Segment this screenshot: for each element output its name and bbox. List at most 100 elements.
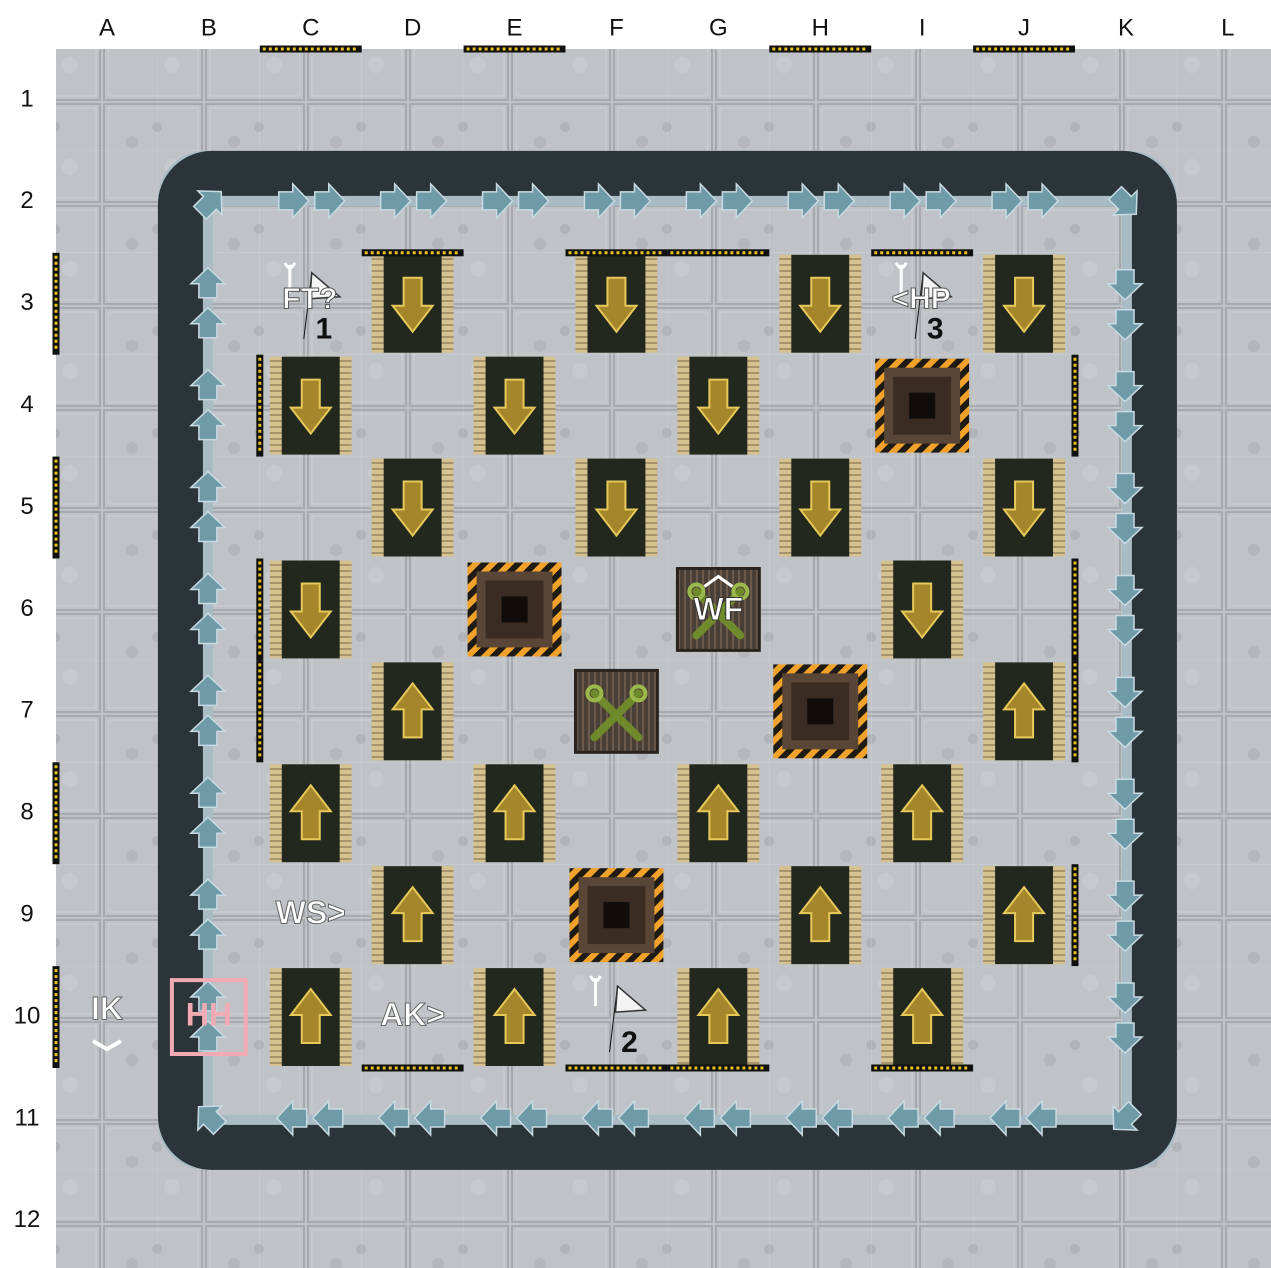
conveyor-belt <box>474 764 556 862</box>
cell-label: AK> <box>380 997 445 1033</box>
column-label: K <box>1118 14 1134 41</box>
wall-segment <box>256 660 263 762</box>
column-label: E <box>507 14 523 41</box>
wall-segment <box>53 966 60 1068</box>
flag-number: 2 <box>621 1026 638 1059</box>
conveyor-belt <box>372 662 454 760</box>
floor-tile <box>769 49 871 151</box>
wall-segment <box>667 1065 769 1072</box>
floor-tile <box>566 966 668 1068</box>
floor-tile <box>871 660 973 762</box>
flag-number: 3 <box>927 313 944 346</box>
floor-tile <box>871 457 973 559</box>
column-label: F <box>609 14 624 41</box>
wall-segment <box>256 355 263 457</box>
wall-segment <box>973 46 1075 53</box>
floor-tile <box>56 253 158 355</box>
floor-tile <box>362 762 464 864</box>
floor-tile <box>667 1170 769 1268</box>
floor-tile <box>1177 660 1271 762</box>
floor-tile <box>871 1170 973 1268</box>
floor-tile <box>464 253 566 355</box>
wall-segment <box>53 253 60 355</box>
row-label: 6 <box>20 595 33 622</box>
pit-hazard <box>468 563 562 657</box>
conveyor-belt <box>474 357 556 455</box>
wall-segment <box>53 762 60 864</box>
row-label: 11 <box>15 1104 40 1131</box>
floor-tile <box>973 559 1075 661</box>
floor-tile <box>56 355 158 457</box>
wall-segment <box>256 559 263 661</box>
wall-segment <box>260 46 362 53</box>
floor-tile <box>566 762 668 864</box>
cell-label-text: AK> <box>380 997 445 1033</box>
floor-tile <box>56 49 158 151</box>
conveyor-belt <box>576 255 658 353</box>
flag-label: <HP <box>892 283 951 316</box>
repair-site: WF <box>677 569 759 651</box>
floor-tile <box>1177 457 1271 559</box>
repair-site <box>576 670 658 752</box>
row-label: 8 <box>20 799 33 826</box>
pit-hazard <box>773 664 867 758</box>
floor-tile <box>1177 864 1271 966</box>
wall-segment <box>53 457 60 559</box>
floor-tile <box>973 1170 1075 1268</box>
column-label: C <box>302 14 319 41</box>
floor-tile <box>56 151 158 253</box>
floor-tile <box>566 559 668 661</box>
floor-tile <box>1177 49 1271 151</box>
cell-label-text: HH <box>186 997 232 1033</box>
row-label: 2 <box>20 187 33 214</box>
floor-tile <box>260 1170 362 1268</box>
floor-layer <box>56 49 1271 1268</box>
conveyor-belt <box>576 459 658 557</box>
floor-tile <box>56 660 158 762</box>
wall-segment <box>871 1065 973 1072</box>
floor-tile <box>769 1170 871 1268</box>
floor-tile <box>667 660 769 762</box>
conveyor-belt <box>677 968 759 1066</box>
cell-label: WS> <box>276 895 346 931</box>
floor-tile <box>769 559 871 661</box>
column-label: G <box>709 14 728 41</box>
floor-tile <box>464 660 566 762</box>
conveyor-belt <box>779 459 861 557</box>
conveyor-belt <box>270 764 352 862</box>
floor-tile <box>566 355 668 457</box>
conveyor-belt <box>881 764 963 862</box>
row-label: 7 <box>20 697 33 724</box>
floor-tile <box>1075 49 1177 151</box>
row-label: 3 <box>20 289 33 316</box>
floor-tile <box>464 1170 566 1268</box>
wall-segment <box>362 1065 464 1072</box>
wall-segment <box>871 249 973 256</box>
wall-segment <box>667 249 769 256</box>
flag-label: FT? <box>282 283 337 316</box>
wall-segment <box>566 1065 668 1072</box>
wall-segment <box>1072 559 1079 661</box>
floor-tile <box>260 49 362 151</box>
floor-tile <box>56 1068 158 1170</box>
wall-segment <box>1072 355 1079 457</box>
wall-segment <box>464 46 566 53</box>
row-label: 10 <box>14 1002 41 1029</box>
conveyor-belt <box>270 968 352 1066</box>
conveyor-belt <box>372 459 454 557</box>
floor-tile <box>362 49 464 151</box>
conveyor-belt <box>983 255 1065 353</box>
row-label: 4 <box>20 391 33 418</box>
floor-tile <box>1177 1170 1271 1268</box>
conveyor-belt <box>270 561 352 659</box>
conveyor-belt <box>372 866 454 964</box>
floor-tile <box>158 1170 260 1268</box>
conveyor-belt <box>779 866 861 964</box>
floor-tile <box>973 355 1075 457</box>
conveyor-belt <box>881 968 963 1066</box>
pit-hazard <box>875 359 969 453</box>
column-label: J <box>1018 14 1030 41</box>
floor-tile <box>1177 966 1271 1068</box>
floor-tile <box>56 864 158 966</box>
